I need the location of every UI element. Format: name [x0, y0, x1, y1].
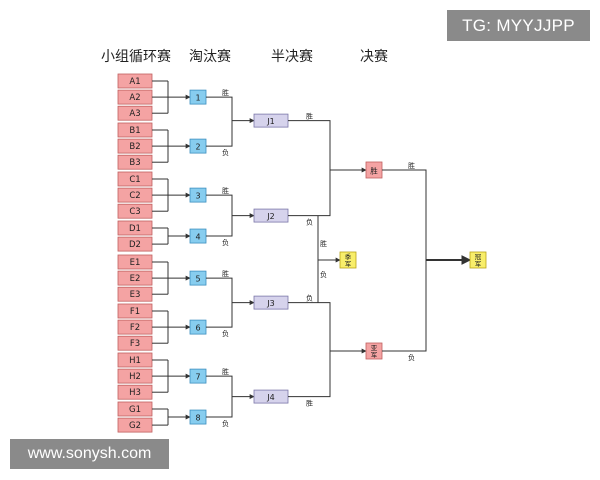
team-label: C1: [129, 175, 140, 185]
result-win-label: 胜: [320, 239, 327, 248]
runner-up-label: 亚: [371, 344, 378, 352]
final-connector: [382, 169, 427, 352]
result-win-label: 胜: [408, 161, 415, 170]
team-label: C2: [129, 191, 140, 201]
champion-box: [469, 251, 487, 269]
semi-to-final-line: [288, 351, 331, 398]
team-label: D1: [129, 224, 141, 234]
result-win-label: 胜: [222, 186, 229, 195]
semifinal-label: J4: [266, 393, 274, 402]
result-lose-label: 负: [222, 329, 229, 338]
semi-to-final-line: [288, 302, 367, 354]
team-label: H2: [129, 372, 141, 382]
header-semifinal: 半决赛: [271, 49, 313, 65]
result-lose-label: 负: [222, 238, 229, 247]
third-place-label: 军: [345, 260, 352, 268]
team-label: B1: [129, 126, 140, 136]
result-win-label: 胜: [222, 269, 229, 278]
team-label: B3: [129, 158, 140, 168]
team-label: D2: [129, 240, 141, 250]
result-lose-label: 负: [222, 148, 229, 157]
knockout-connector: [206, 96, 233, 147]
team-label: E2: [130, 274, 141, 284]
knockout-label: 4: [195, 233, 200, 242]
semi-to-final-line: [288, 194, 331, 217]
knockout-label: 2: [195, 143, 200, 152]
knockout-label: 3: [195, 192, 200, 201]
watermark-bottom: www.sonysh.com: [10, 439, 169, 469]
champion-label: 军: [475, 260, 482, 268]
knockout-label: 8: [195, 414, 200, 423]
team-label: E3: [130, 290, 141, 300]
semifinal-label: J3: [266, 299, 274, 308]
champion-label: 冠: [475, 253, 482, 261]
third-place-label: 季: [345, 252, 352, 261]
result-win-label: 胜: [222, 367, 229, 376]
result-win-label: 胜: [306, 399, 313, 408]
team-label: H3: [129, 388, 141, 398]
knockout-label: 6: [195, 324, 200, 333]
team-label: C3: [129, 207, 140, 217]
semifinal-label: J2: [266, 212, 274, 221]
result-win-label: 胜: [306, 112, 313, 121]
team-label: F2: [130, 323, 140, 333]
knockout-connector: [206, 277, 233, 328]
team-label: G1: [129, 405, 141, 415]
team-label: A2: [129, 93, 140, 103]
team-label: H1: [129, 356, 141, 366]
team-label: A1: [129, 77, 140, 87]
header-final: 决赛: [360, 49, 388, 65]
knockout-label: 7: [195, 373, 200, 382]
semi-to-final-line: [288, 120, 367, 173]
header-knockout: 淘汰赛: [189, 49, 231, 65]
final-winner-label: 胜: [370, 166, 378, 176]
third-place-box: [339, 251, 357, 269]
header-group-stage: 小组循环赛: [101, 49, 171, 65]
team-label: G2: [129, 421, 141, 431]
team-label: E1: [130, 258, 141, 268]
runner-up-label: 军: [371, 351, 378, 359]
result-lose-label: 负: [222, 419, 229, 428]
watermark-top: TG: MYYJJPP: [447, 10, 590, 41]
team-label: F1: [130, 307, 140, 317]
knockout-connector: [206, 194, 233, 237]
knockout-label: 1: [195, 94, 200, 103]
result-lose-label: 负: [320, 270, 327, 279]
result-lose-label: 负: [306, 294, 313, 303]
knockout-label: 5: [195, 275, 200, 284]
semifinal-label: J1: [266, 117, 274, 126]
team-label: A3: [129, 109, 140, 119]
team-label: F3: [130, 339, 140, 349]
result-lose-label: 负: [306, 218, 313, 227]
knockout-connector: [206, 375, 233, 418]
team-label: B2: [129, 142, 140, 152]
result-win-label: 胜: [222, 88, 229, 97]
result-lose-label: 负: [408, 353, 415, 362]
